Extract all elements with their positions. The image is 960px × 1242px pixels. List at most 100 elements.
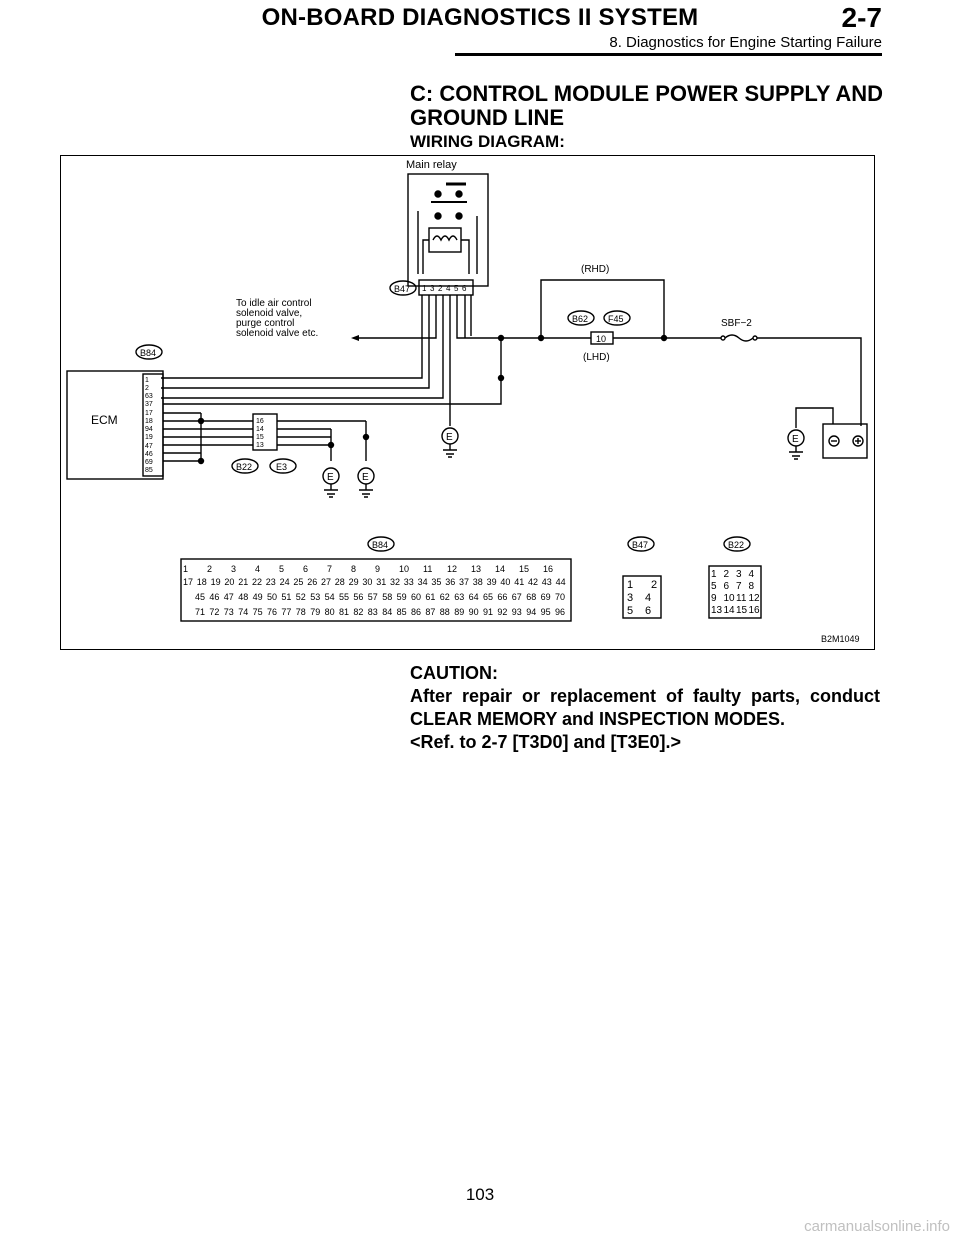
connector-b62-tag	[567, 310, 595, 326]
b84-pin-90: 90	[469, 607, 479, 617]
svg-text:solenoid valve etc.: solenoid valve etc.	[236, 328, 318, 339]
b84-pin-20: 20	[224, 577, 234, 587]
b84-pin-46: 46	[209, 592, 219, 602]
b84-pin-8: 8	[351, 564, 356, 574]
b22-face-tag	[723, 536, 751, 552]
b84-pin-71: 71	[195, 607, 205, 617]
svg-text:B22: B22	[728, 540, 744, 550]
wiring-diagram: Main relay B47 1 3 2 4 5 6 To idle air c…	[60, 155, 875, 650]
b84-pin-40: 40	[500, 577, 510, 587]
b22-pin-13: 13	[711, 605, 723, 616]
b22-pin-8: 8	[749, 581, 755, 592]
svg-text:1: 1	[145, 377, 149, 384]
b22-pin-14: 14	[724, 605, 736, 616]
b84-pin-36: 36	[445, 577, 455, 587]
b84-pin-87: 87	[425, 607, 435, 617]
svg-text:E: E	[362, 472, 369, 483]
b84-pin-21: 21	[238, 577, 248, 587]
b84-pin-15: 15	[519, 564, 529, 574]
b84-pin-79: 79	[310, 607, 320, 617]
svg-text:94: 94	[145, 426, 153, 433]
b84-pin-12: 12	[447, 564, 457, 574]
b84-pin-62: 62	[440, 592, 450, 602]
svg-text:purge control: purge control	[236, 318, 294, 329]
b84-pin-51: 51	[281, 592, 291, 602]
connector-face-b47	[622, 575, 662, 619]
b84-pin-18: 18	[197, 577, 207, 587]
svg-text:85: 85	[145, 467, 153, 474]
svg-text:E: E	[446, 432, 453, 443]
svg-text:E: E	[327, 472, 334, 483]
b22-pin-7: 7	[736, 581, 742, 592]
footer-watermark: carmanualsonline.info	[804, 1218, 950, 1235]
b84-pin-4: 4	[255, 564, 260, 574]
svg-text:E: E	[792, 434, 799, 445]
b84-pin-75: 75	[253, 607, 263, 617]
b84-pin-10: 10	[399, 564, 409, 574]
svg-text:2: 2	[145, 385, 149, 392]
wiring-diagram-svg: Main relay B47 1 3 2 4 5 6 To idle air c…	[66, 159, 868, 644]
b84-pin-94: 94	[526, 607, 536, 617]
b47-pin-2: 2	[651, 579, 657, 591]
b84-pin-74: 74	[238, 607, 248, 617]
svg-text:1: 1	[422, 284, 427, 293]
b84-pin-66: 66	[497, 592, 507, 602]
svg-text:46: 46	[145, 451, 153, 458]
b84-pin-73: 73	[224, 607, 234, 617]
b84-face-tag	[367, 536, 395, 552]
b84-pin-96: 96	[555, 607, 565, 617]
b84-pin-11: 11	[423, 564, 432, 574]
connector-b47-tag	[389, 280, 417, 296]
b84-pin-77: 77	[281, 607, 291, 617]
b84-pin-32: 32	[390, 577, 400, 587]
header-rule	[455, 53, 882, 56]
svg-text:16: 16	[256, 418, 264, 425]
b84-pin-37: 37	[459, 577, 469, 587]
b84-pin-53: 53	[310, 592, 320, 602]
svg-text:18: 18	[145, 418, 153, 425]
b22-pin-4: 4	[749, 569, 755, 580]
b84-pin-91: 91	[483, 607, 493, 617]
b84-pin-35: 35	[431, 577, 441, 587]
b84-pin-34: 34	[418, 577, 428, 587]
svg-text:5: 5	[454, 284, 459, 293]
svg-text:B22: B22	[236, 462, 252, 472]
b22-pin-2: 2	[724, 569, 730, 580]
caution-heading: CAUTION:	[410, 663, 498, 683]
battery	[822, 423, 868, 459]
b84-pin-58: 58	[382, 592, 392, 602]
figure-id: B2M1049	[821, 634, 860, 644]
b84-pin-89: 89	[454, 607, 464, 617]
connector-face-b22	[708, 565, 762, 619]
svg-text:To idle air control: To idle air control	[236, 298, 312, 309]
section-number: 2-7	[841, 2, 882, 33]
b84-pin-56: 56	[353, 592, 363, 602]
wiring-diagram-label: WIRING DIAGRAM:	[410, 132, 565, 151]
b84-pin-14: 14	[495, 564, 505, 574]
b84-pin-1: 1	[183, 564, 188, 574]
b22-pin-3: 3	[736, 569, 742, 580]
b84-pin-39: 39	[487, 577, 497, 587]
svg-text:B62: B62	[572, 314, 588, 324]
b84-pin-49: 49	[253, 592, 263, 602]
svg-text:4: 4	[446, 284, 451, 293]
b84-pin-48: 48	[238, 592, 248, 602]
b84-pin-85: 85	[397, 607, 407, 617]
svg-text:B47: B47	[632, 540, 648, 550]
connector-b22	[252, 413, 278, 451]
b84-pin-44: 44	[556, 577, 566, 587]
b47-face-tag	[627, 536, 655, 552]
b84-pin-22: 22	[252, 577, 262, 587]
b84-pin-69: 69	[541, 592, 551, 602]
b84-pin-55: 55	[339, 592, 349, 602]
b84-pin-86: 86	[411, 607, 421, 617]
b84-pin-78: 78	[296, 607, 306, 617]
lhd-label: (LHD)	[583, 352, 610, 363]
b84-pin-95: 95	[541, 607, 551, 617]
b84-pin-83: 83	[368, 607, 378, 617]
b84-pin-24: 24	[280, 577, 290, 587]
b84-pin-70: 70	[555, 592, 565, 602]
